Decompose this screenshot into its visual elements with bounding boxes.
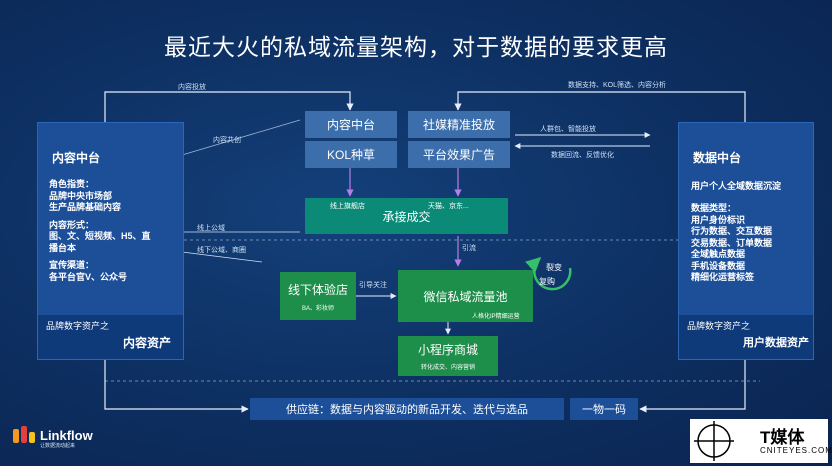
flagship-label: 线上旗舰店 xyxy=(330,203,365,210)
content-hub-box: 内容中台 xyxy=(305,111,397,138)
offline-store-sub: BA、彩妆师 xyxy=(301,305,334,312)
data-support-label: 数据支持、KOL筛选、内容分析 xyxy=(568,82,667,89)
data-feedback-label: 数据回流、反馈优化 xyxy=(551,152,614,159)
data-intro: 用户个人全域数据沉淀 xyxy=(691,181,782,191)
crowd-pack-label: 人群包、智能投放 xyxy=(540,126,596,133)
diversion-label: 引流 xyxy=(462,245,476,252)
watermark-site: CNITEYES.COM xyxy=(760,446,832,455)
content-delivery-label: 内容投放 xyxy=(178,84,206,91)
linkflow-mark-icon xyxy=(13,426,35,443)
mini-program-box: 小程序商城 转化成交、内容营销 xyxy=(398,336,498,376)
wechat-sub: 人格化IP精细运营 xyxy=(472,314,520,320)
mini-program-label: 小程序商城 xyxy=(417,343,478,357)
offline-store-label: 线下体验店 xyxy=(287,282,348,297)
watermark-cross-icon xyxy=(694,421,734,461)
asset-label: 内容资产 xyxy=(122,336,171,350)
channel-title: 宣传渠道： xyxy=(49,260,95,270)
user-data-asset-footer: 品牌数字资产之 用户数据资产 xyxy=(679,315,813,359)
platform-ads-box: 平台效果广告 xyxy=(408,141,510,168)
content-cocreate-label: 内容共创 xyxy=(213,137,241,144)
supply-chain-box: 供应链：数据与内容驱动的新品开发、迭代与选品 xyxy=(250,398,564,420)
offline-store-box: 线下体验店 BA、彩妆师 xyxy=(280,272,356,320)
kol-box: KOL种草 xyxy=(305,141,397,168)
logo-name: Linkflow xyxy=(40,427,93,443)
deal-label: 承接成交 xyxy=(382,209,431,224)
role-line: 品牌中央市场部 xyxy=(49,190,113,201)
form-title: 内容形式： xyxy=(49,219,95,230)
type-line: 交易数据、订单数据 xyxy=(691,237,773,248)
guide-follow-label: 引导关注 xyxy=(359,282,387,289)
wechat-pool-box: 微信私域流量池 xyxy=(398,270,533,322)
channel-line: 各平台官V、公众号 xyxy=(49,271,128,282)
type-line: 精细化运营标签 xyxy=(691,272,755,282)
content-hub-heading: 内容中台 xyxy=(52,151,101,165)
online-public-label: 线上公域 xyxy=(197,225,225,232)
one-item-one-code-box: 一物一码 xyxy=(570,398,638,420)
logo-tagline: 让数据流动起来 xyxy=(40,443,76,449)
content-hub-panel: 内容中台 角色指责： 品牌中央市场部 生产品牌基础内容 内容形式： 图、文、短视… xyxy=(37,122,184,360)
data-hub-panel: 数据中台 用户个人全域数据沉淀 数据类型： 用户身份标识 行为数据、交互数据 交… xyxy=(678,122,814,360)
form-line: 图、文、短视频、H5、直 xyxy=(49,231,151,241)
data-hub-heading: 数据中台 xyxy=(693,151,742,165)
role-title: 角色指责： xyxy=(49,179,95,189)
type-line: 全域触点数据 xyxy=(691,249,746,259)
form-line: 播台本 xyxy=(49,242,77,253)
asset-label: 用户数据资产 xyxy=(743,337,809,349)
content-asset-footer: 品牌数字资产之 内容资产 xyxy=(38,315,183,359)
type-line: 行为数据、交互数据 xyxy=(691,226,773,236)
linkflow-logo: Linkflow xyxy=(12,424,93,446)
asset-prefix: 品牌数字资产之 xyxy=(46,321,110,331)
role-line: 生产品牌基础内容 xyxy=(49,202,122,212)
deal-box: 承接成交 xyxy=(305,198,508,234)
asset-prefix: 品牌数字资产之 xyxy=(687,321,751,331)
watermark-name: T媒体 xyxy=(760,428,805,447)
watermark: T媒体 CNITEYES.COM xyxy=(690,419,832,463)
type-line: 手机设备数据 xyxy=(691,260,746,271)
page-title: 最近大火的私域流量架构，对于数据的要求更高 xyxy=(164,34,668,60)
type-line: 用户身份标识 xyxy=(691,214,746,225)
repurchase-label: 复购 xyxy=(539,277,555,286)
fission-label: 裂变 xyxy=(546,263,562,272)
mini-program-sub: 转化成交、内容营销 xyxy=(420,365,475,371)
offline-public-label: 线下公域、商圈 xyxy=(197,247,246,254)
tmall-label: 天猫、京东... xyxy=(428,203,469,210)
types-title: 数据类型： xyxy=(691,203,737,213)
wechat-pool-label: 微信私域流量池 xyxy=(423,289,508,304)
social-ads-box: 社媒精准投放 xyxy=(408,111,510,138)
